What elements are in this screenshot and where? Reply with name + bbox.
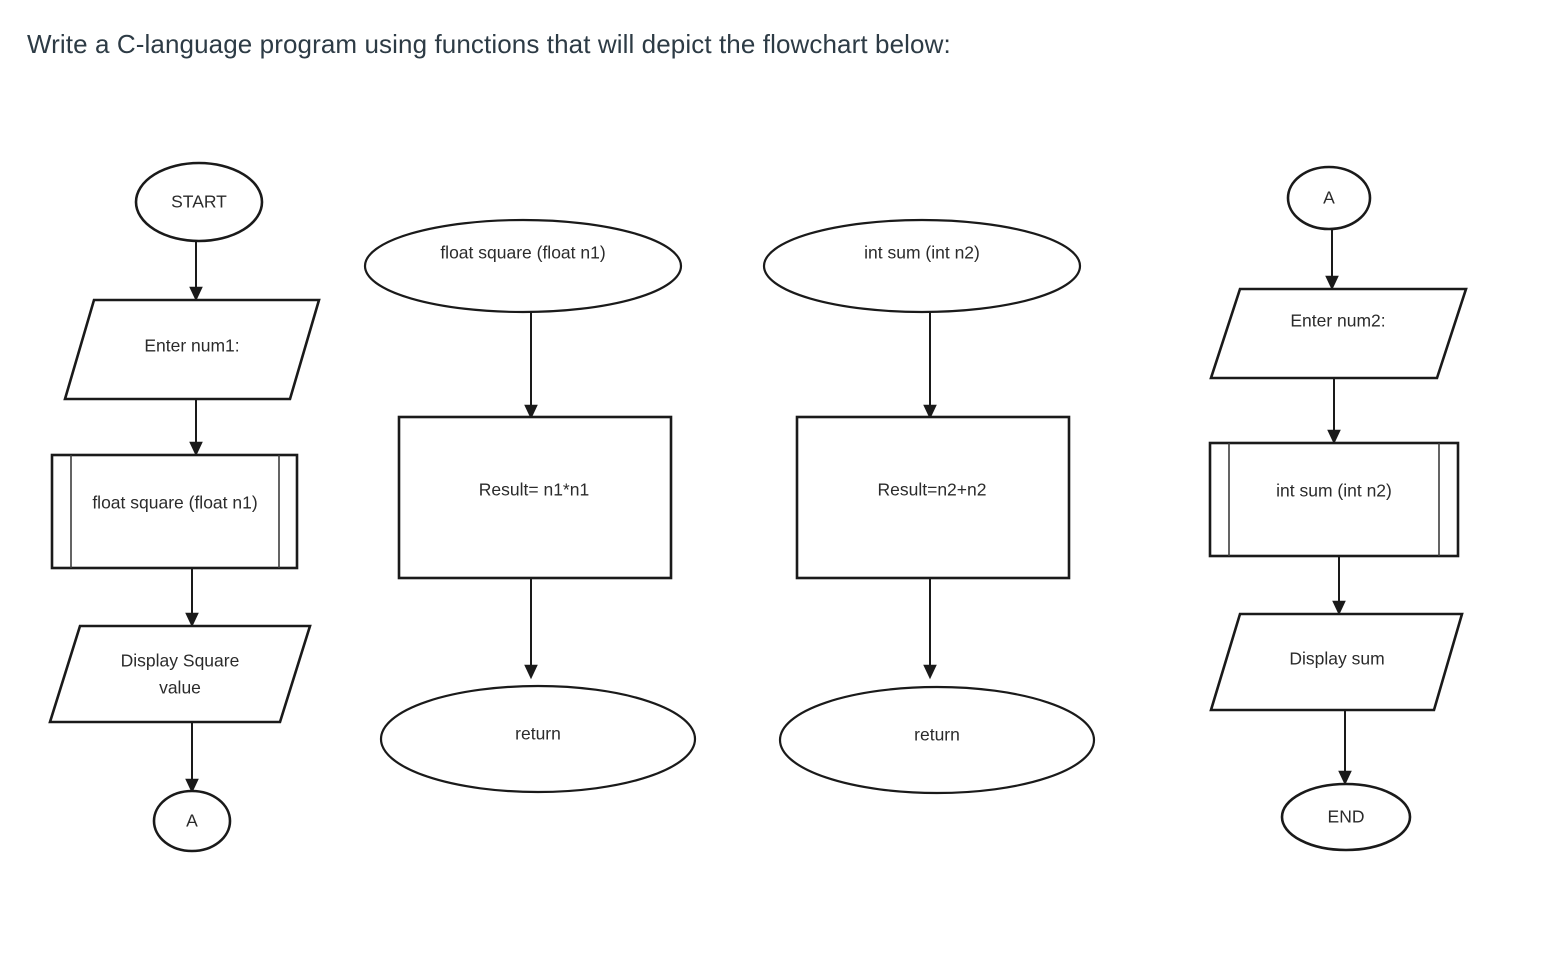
enter-num2-label: Enter num2: [1290, 311, 1385, 331]
node-sum-header[interactable]: int sum (int n2) [762, 218, 1082, 314]
enter-num1-io-shape [63, 298, 321, 401]
square-return-label: return [515, 724, 561, 744]
node-enter-num2[interactable]: Enter num2: [1209, 287, 1468, 380]
start-terminator-shape [134, 161, 264, 243]
sum-return-label: return [914, 725, 960, 745]
node-display-sum[interactable]: Display sum [1209, 612, 1464, 712]
sum-body-process-shape [795, 415, 1071, 580]
square-return-terminator-shape [379, 684, 697, 794]
node-end[interactable]: END [1280, 782, 1412, 852]
node-connector-a-out[interactable]: A [152, 789, 232, 853]
node-start[interactable]: START [134, 161, 264, 243]
column-sum-function: int sum (int n2) Result=n2+n2 return [762, 218, 1096, 795]
node-connector-a-in[interactable]: A [1286, 165, 1372, 231]
end-label: END [1328, 807, 1365, 827]
sum-header-terminator-shape [762, 218, 1082, 314]
square-header-terminator-shape [363, 218, 683, 314]
node-display-square[interactable]: Display Square value [48, 624, 312, 724]
connector-a-out-label: A [186, 811, 198, 831]
connector-a-out-shape [152, 789, 232, 853]
square-body-process-shape [397, 415, 673, 580]
page-title: Write a C-language program using functio… [27, 29, 951, 59]
display-square-io-shape [48, 624, 312, 724]
column-square-function: float square (float n1) Result= n1*n1 re… [363, 218, 697, 794]
node-sum-body[interactable]: Result=n2+n2 [795, 415, 1071, 580]
connector-a-in-shape [1286, 165, 1372, 231]
enter-num2-io-shape [1209, 287, 1468, 380]
enter-num1-label: Enter num1: [144, 336, 239, 356]
node-square-header[interactable]: float square (float n1) [363, 218, 683, 314]
display-square-label-line2: value [159, 678, 201, 698]
call-square-label: float square (float n1) [92, 493, 257, 513]
column-main-flow: START Enter num1: float square (float n1… [48, 161, 321, 853]
start-label: START [171, 192, 227, 212]
node-square-body[interactable]: Result= n1*n1 [397, 415, 673, 580]
node-sum-return[interactable]: return [778, 685, 1096, 795]
node-call-square[interactable]: float square (float n1) [50, 453, 299, 570]
call-sum-predefined-process-shape [1208, 441, 1460, 558]
sum-header-label: int sum (int n2) [864, 243, 980, 263]
square-header-label: float square (float n1) [440, 243, 605, 263]
call-sum-label: int sum (int n2) [1276, 481, 1392, 501]
node-square-return[interactable]: return [379, 684, 697, 794]
display-square-label-line1: Display Square [121, 651, 240, 671]
call-square-predefined-process-shape [50, 453, 299, 570]
sum-return-terminator-shape [778, 685, 1096, 795]
sum-body-label: Result=n2+n2 [878, 480, 987, 500]
display-sum-io-shape [1209, 612, 1464, 712]
end-terminator-shape [1280, 782, 1412, 852]
square-body-label: Result= n1*n1 [479, 480, 589, 500]
display-sum-label: Display sum [1289, 649, 1384, 669]
column-main-flow-continued: A Enter num2: int sum (int n2) Display s… [1208, 165, 1468, 852]
node-call-sum[interactable]: int sum (int n2) [1208, 441, 1460, 558]
connector-a-in-label: A [1323, 188, 1335, 208]
node-enter-num1[interactable]: Enter num1: [63, 298, 321, 401]
